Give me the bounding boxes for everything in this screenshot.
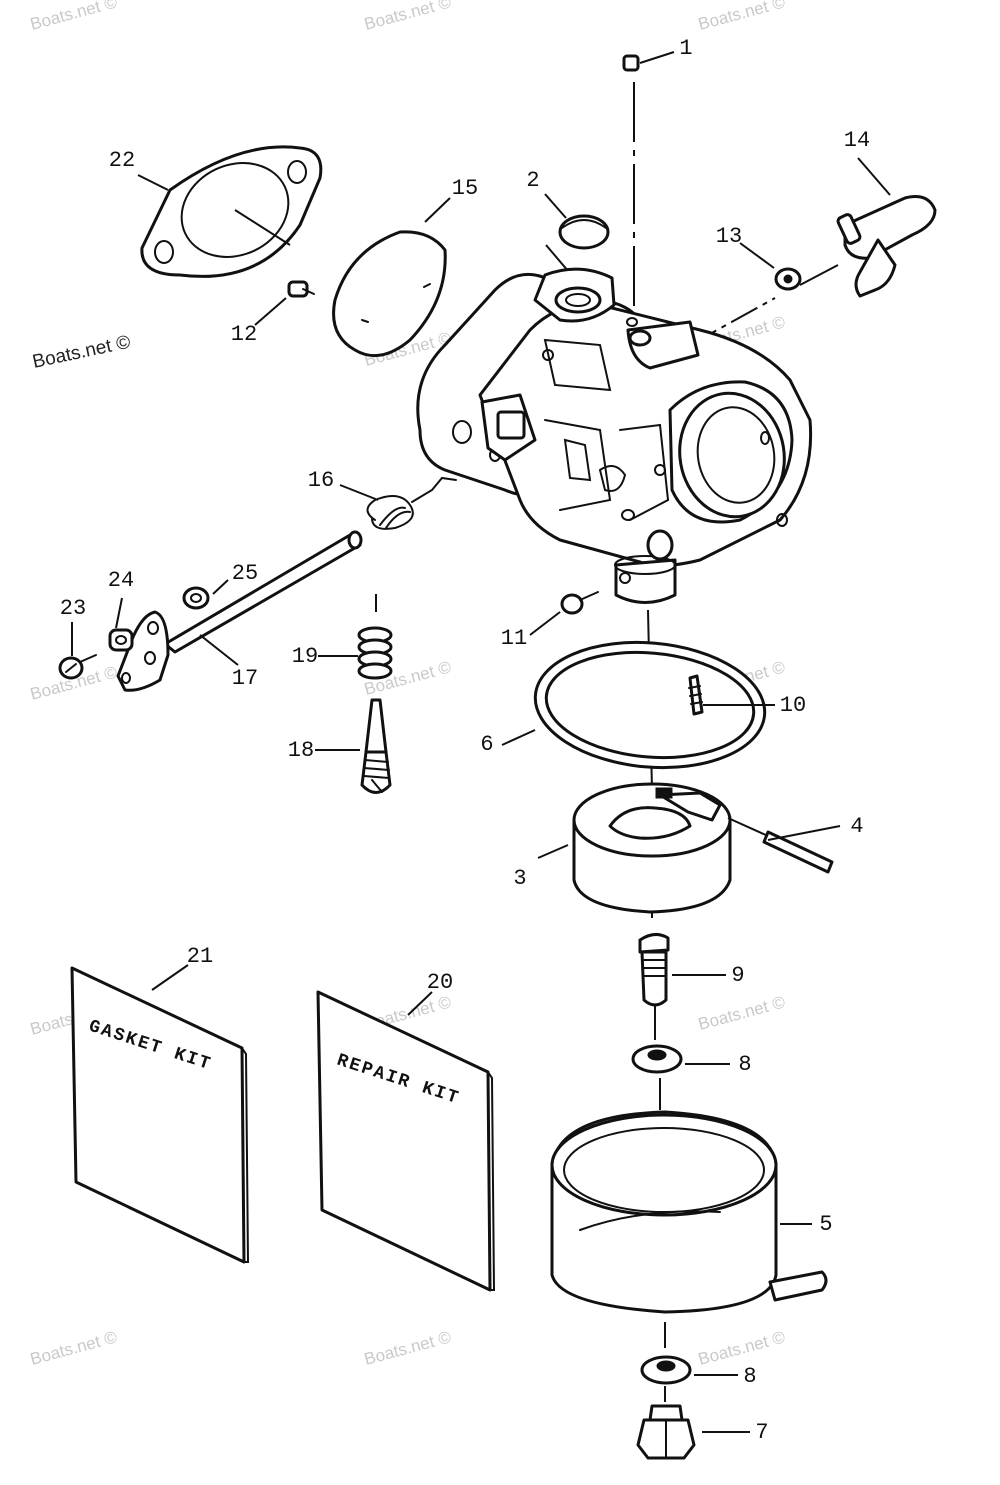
callout-25: 25 (232, 561, 258, 586)
watermark: Boats.net © (696, 992, 787, 1034)
watermark-dark: Boats.net © (31, 332, 133, 373)
callout-leaders (71, 51, 891, 1433)
callout-17: 17 (232, 666, 258, 691)
callout-5: 5 (819, 1212, 832, 1237)
callout-13: 13 (716, 224, 742, 249)
part-12-screw (287, 280, 315, 298)
part-7-drain-plug (636, 1404, 696, 1460)
callout-4: 4 (850, 814, 863, 839)
part-20-repair-kit: REPAIR KIT (316, 990, 496, 1292)
watermark: Boats.net © (362, 0, 453, 34)
part-23-screw (58, 654, 97, 680)
part-8-washer-upper (631, 1044, 683, 1074)
callout-9: 9 (731, 963, 744, 988)
callout-numbers: 1 2 3 4 5 6 7 8 8 9 10 11 12 13 14 15 16… (60, 36, 870, 1445)
part-21-gasket-kit: GASKET KIT (70, 966, 250, 1264)
callout-23: 23 (60, 596, 86, 621)
callout-19: 19 (292, 644, 318, 669)
callout-14: 14 (844, 128, 870, 153)
callout-12: 12 (231, 322, 257, 347)
watermark: Boats.net © (362, 1327, 453, 1369)
part-6-gasket-ring (533, 640, 767, 770)
callout-8-lower: 8 (743, 1364, 756, 1389)
callout-8-upper: 8 (738, 1052, 751, 1077)
callout-24: 24 (108, 568, 134, 593)
part-5-float-bowl (550, 1110, 828, 1314)
carburetor-body (416, 267, 813, 604)
part-3-float (572, 782, 732, 914)
callout-10: 10 (780, 693, 806, 718)
part-25-nut (182, 586, 210, 610)
callout-15: 15 (452, 176, 478, 201)
callout-3: 3 (513, 866, 526, 891)
part-11-screw (560, 591, 599, 615)
watermark: Boats.net © (28, 1327, 119, 1369)
part-24-bushing (108, 628, 134, 652)
part-14-fuel-fitting (836, 195, 937, 298)
part-16-spring (366, 476, 457, 530)
callout-2: 2 (526, 168, 539, 193)
part-18-needle (360, 698, 392, 794)
callout-11: 11 (501, 626, 527, 651)
part-17-throttle-shaft (116, 530, 363, 692)
part-2-welch-plug (558, 214, 610, 250)
part-1-plug (622, 54, 640, 72)
part-10-jet (688, 674, 704, 716)
callout-16: 16 (308, 468, 334, 493)
callout-1: 1 (679, 36, 692, 61)
callout-6: 6 (480, 732, 493, 757)
part-22-gasket (140, 145, 323, 278)
watermark: Boats.net © (696, 1327, 787, 1369)
watermark: Boats.net © (696, 0, 787, 34)
part-4-float-pin (727, 817, 834, 874)
callout-18: 18 (288, 738, 314, 763)
callout-22: 22 (109, 148, 135, 173)
part-8-washer-lower (640, 1355, 692, 1385)
part-19-spring (357, 626, 393, 680)
callout-21: 21 (187, 944, 213, 969)
callout-7: 7 (755, 1420, 768, 1445)
callout-20: 20 (427, 970, 453, 995)
part-9-nozzle (638, 933, 670, 1007)
part-13-washer (774, 267, 802, 291)
part-15-plate (332, 230, 447, 358)
watermark: Boats.net © (28, 0, 119, 34)
